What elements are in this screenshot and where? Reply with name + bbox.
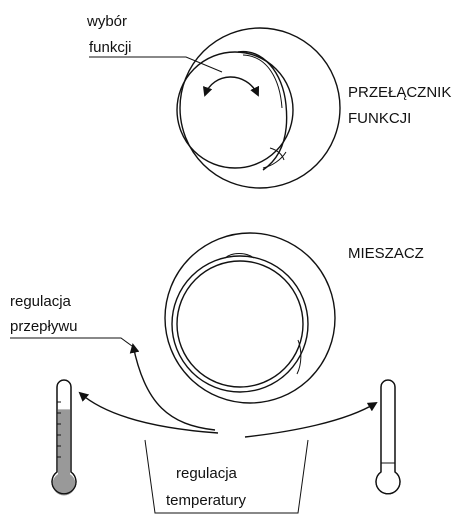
function-switch-dial-rim [237, 50, 288, 171]
temperature-regulation-label-line1: regulacja [176, 465, 238, 482]
mixer-knob[interactable] [164, 232, 336, 404]
mixer-label: MIESZACZ [348, 245, 424, 262]
thermometer-hot-fill [58, 409, 70, 478]
mixer-dial-outer [171, 255, 309, 393]
function-select-label-line1: wybór [86, 13, 127, 30]
temperature-regulation-bracket [144, 439, 309, 514]
thermometer-cold-icon [375, 379, 401, 495]
function-switch-knob[interactable] [176, 27, 341, 189]
flow-regulation-label-line1: regulacja [10, 293, 72, 310]
function-select-label-line2: funkcji [89, 39, 132, 56]
temperature-hot-arrow [78, 391, 219, 434]
flow-regulation-label-line2: przepływu [10, 318, 78, 335]
function-select-leader [89, 56, 223, 73]
function-select-arrow [202, 76, 260, 97]
temperature-regulation-label-line2: temperatury [166, 492, 247, 509]
function-switch-dial [176, 51, 294, 169]
function-switch-label-line1: PRZEŁĄCZNIK [348, 84, 451, 101]
thermometer-hot-icon [51, 379, 77, 496]
flow-regulation-leader [10, 337, 133, 347]
mixer-dial-inner [176, 260, 304, 388]
function-switch-label-line2: FUNKCJI [348, 110, 411, 127]
flow-regulation-arrow [129, 343, 216, 431]
temperature-cold-arrow [244, 401, 378, 438]
mixer-housing [164, 232, 336, 404]
thermometer-cold-fill [382, 467, 394, 478]
function-switch-housing [179, 27, 341, 189]
